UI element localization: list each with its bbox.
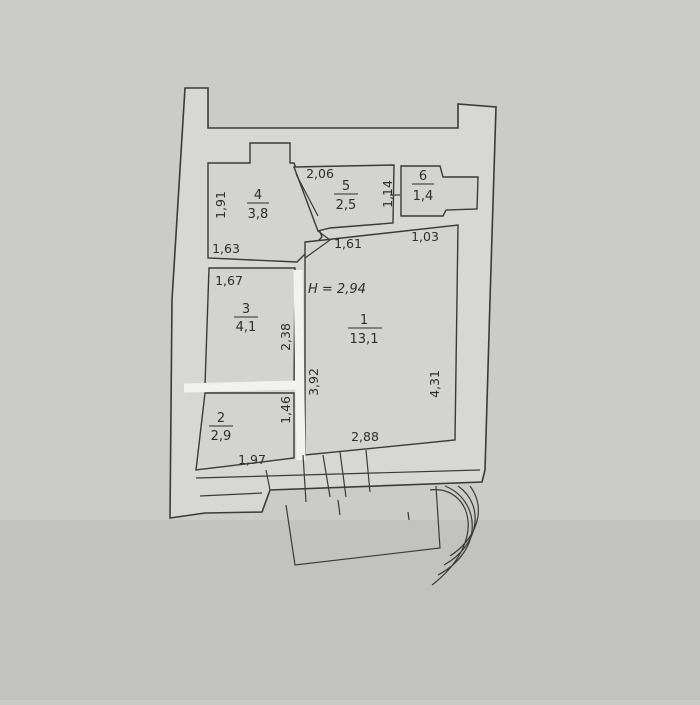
dimension-label: 1,14 xyxy=(380,180,395,208)
room-number: 5 xyxy=(342,179,350,194)
room-area: 1,4 xyxy=(413,189,434,204)
room-6 xyxy=(400,165,479,217)
room-area: 2,9 xyxy=(211,429,232,444)
room-area: 4,1 xyxy=(236,320,257,335)
ceiling-height-label: H = 2,94 xyxy=(308,282,366,297)
room-number: 2 xyxy=(217,411,225,426)
dimension-label: 1,91 xyxy=(213,191,228,219)
room-label-3: 3 4,1 xyxy=(234,302,258,335)
paper-shadow xyxy=(0,520,700,700)
tick-mark xyxy=(407,511,410,521)
partition-line xyxy=(304,230,332,259)
tick-mark xyxy=(337,499,341,516)
room-label-2: 2 2,9 xyxy=(209,411,233,444)
room-label-5: 5 2,5 xyxy=(334,179,358,213)
room-area: 3,8 xyxy=(248,207,269,222)
room-number: 1 xyxy=(360,313,368,328)
room-number: 6 xyxy=(419,169,427,184)
door-mark-room-4 xyxy=(295,173,319,217)
dimension-label: 1,63 xyxy=(212,241,240,256)
dimension-label: 1,61 xyxy=(334,236,362,251)
room-label-6: 6 1,4 xyxy=(412,169,434,204)
room-area: 2,5 xyxy=(336,198,357,213)
dimension-label: 4,31 xyxy=(427,370,442,398)
room-1 xyxy=(304,224,459,456)
room-5 xyxy=(292,164,395,232)
dimension-label: 2,06 xyxy=(306,166,334,181)
dimension-label: 1,67 xyxy=(215,273,243,288)
correction-mark-vertical xyxy=(293,269,306,461)
curved-steps xyxy=(429,485,479,586)
dimension-label: 1,46 xyxy=(278,396,293,424)
room-area: 13,1 xyxy=(350,332,379,347)
dimension-label: 2,88 xyxy=(351,429,379,444)
correction-mark-horizontal xyxy=(183,380,299,393)
landing-outline xyxy=(285,485,441,566)
room-label-4: 4 3,8 xyxy=(247,188,269,222)
dimension-label: 3,92 xyxy=(306,368,321,396)
dimension-label: 1,97 xyxy=(238,452,266,467)
entrance-lines xyxy=(195,449,481,503)
room-number: 4 xyxy=(254,188,262,203)
dimension-label: 2,38 xyxy=(278,323,293,351)
room-label-1: 1 13,1 xyxy=(348,313,382,347)
dimension-label: 1,03 xyxy=(411,229,439,244)
room-number: 3 xyxy=(242,302,250,317)
room-2 xyxy=(195,392,295,471)
